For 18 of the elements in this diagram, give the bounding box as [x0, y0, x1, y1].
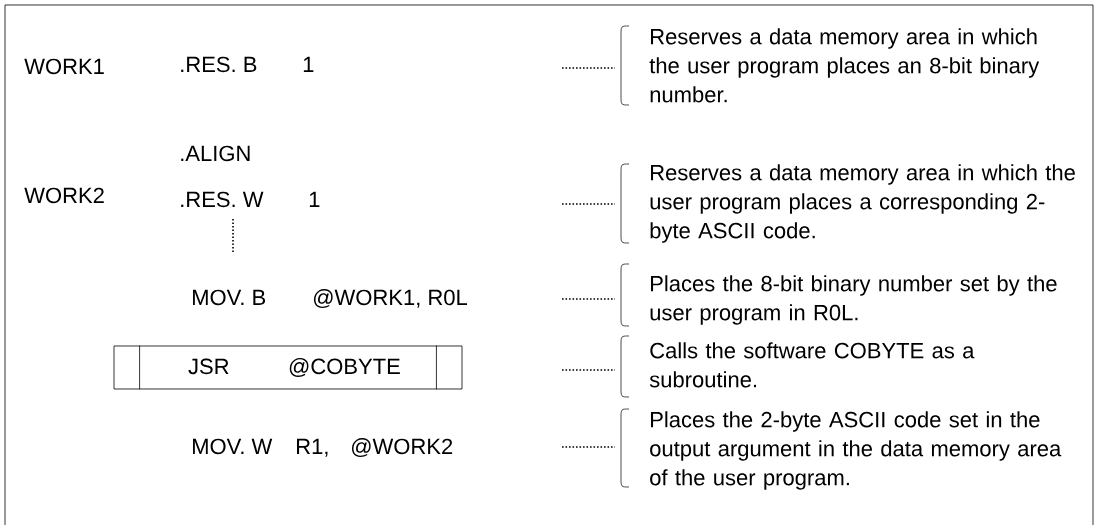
code-text: R1,	[297, 438, 328, 457]
code-text: 1	[309, 191, 320, 207]
code-text: .RES. W	[181, 191, 264, 208]
code-text: .RES. B	[181, 56, 257, 73]
code-text: WORK1	[24, 58, 104, 75]
code-text: 1	[303, 56, 314, 72]
description-text: Places the 8-bit binary number set by the user program in R0L.	[650, 275, 1057, 325]
description-text: Places the 2-byte ASCII code set in the output argument in the data memory area of the user program.	[650, 411, 1062, 490]
code-text: @WORK2	[351, 438, 453, 458]
code-text: @WORK1, R0L	[313, 289, 468, 309]
description-text: Reserves a data memory area in which the user program places an 8-bit binary number.	[649, 28, 1040, 103]
description-text: Calls the software COBYTE as a subroutine.	[649, 342, 975, 388]
description-text: Reserves a data memory area in which the user program places a corresponding 2-byte ASCII code.	[650, 164, 1075, 243]
subroutine-call-box: JSR @COBYTE	[113, 345, 463, 390]
code-text: .ALIGN	[181, 145, 250, 162]
code-text: MOV. B	[193, 289, 266, 306]
code-text: WORK2	[24, 187, 104, 204]
code-text: MOV. W	[193, 438, 273, 455]
